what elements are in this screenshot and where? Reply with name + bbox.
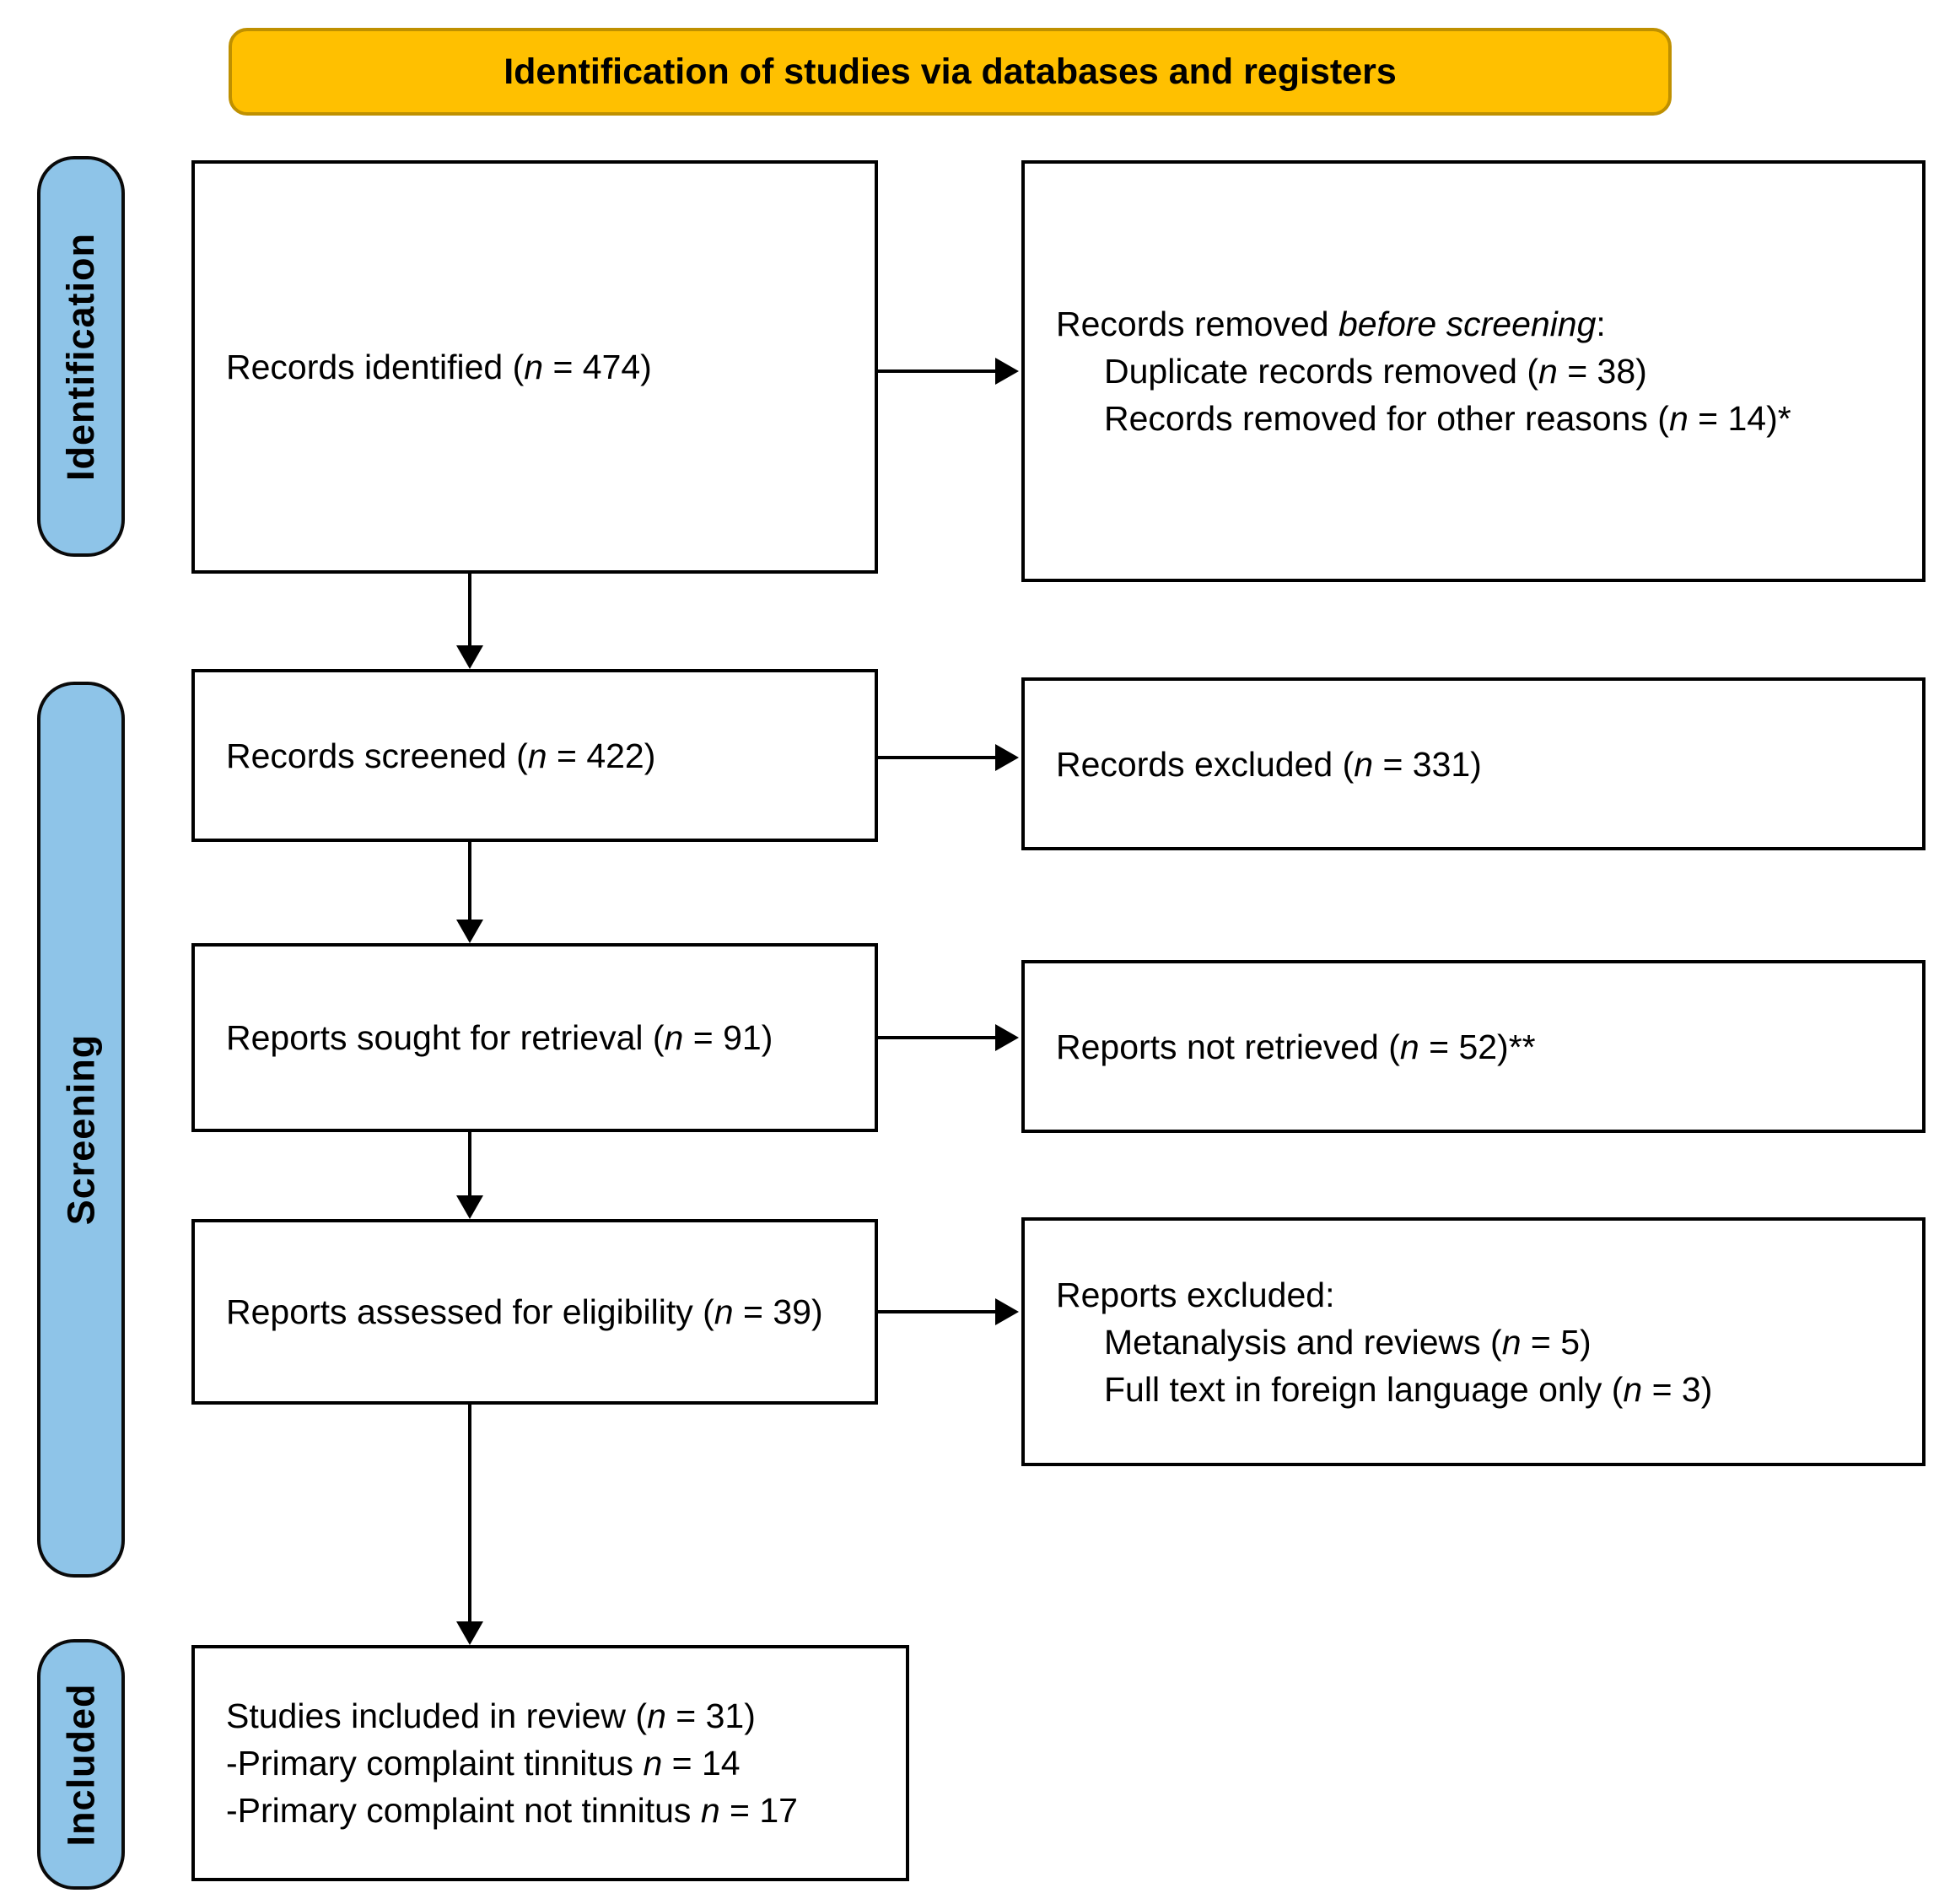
arrow-sought-to-assessed <box>456 1132 483 1219</box>
box-text-line: Records screened (n = 422) <box>226 736 656 775</box>
arrow-identified-to-screened <box>456 574 483 669</box>
box-reports-excluded: Reports excluded: Metanalysis and reviews… <box>1021 1217 1926 1466</box>
arrow-screened-to-sought <box>456 842 483 943</box>
stage-bar-identification: Identification <box>37 156 125 557</box>
box-reports-sought-for-retrieval: Reports sought for retrieval (n = 91) <box>191 943 878 1132</box>
box-text-line: Reports assessed for eligibility (n = 39… <box>226 1292 823 1331</box>
box-text-line: Studies included in review (n = 31) <box>226 1696 756 1735</box>
stage-label-included: Included <box>59 1682 103 1847</box>
box-text-line: Records removed before screening: <box>1056 305 1606 343</box>
box-text-line: Records excluded (n = 331) <box>1056 744 1482 784</box>
box-text-line: Full text in foreign language only (n = … <box>1104 1369 1713 1409</box>
box-records-excluded: Records excluded (n = 331) <box>1021 677 1926 850</box>
stage-bar-screening: Screening <box>37 682 125 1578</box>
box-text-line: Reports sought for retrieval (n = 91) <box>226 1018 773 1057</box>
box-records-removed-before-screening: Records removed before screening: Duplica… <box>1021 160 1926 582</box>
box-text-line: Reports excluded: <box>1056 1275 1335 1314</box>
title-banner: Identification of studies via databases … <box>229 28 1672 116</box>
title-text: Identification of studies via databases … <box>504 51 1397 92</box>
box-records-screened: Records screened (n = 422) <box>191 669 878 842</box>
arrow-identified-to-removed <box>878 358 1019 385</box>
box-text-line: -Primary complaint not tinnitus n = 17 <box>226 1791 798 1830</box>
box-text-line: Duplicate records removed (n = 38) <box>1104 352 1647 391</box>
box-reports-not-retrieved: Reports not retrieved (n = 52)** <box>1021 960 1926 1133</box>
box-text-line: Metanalysis and reviews (n = 5) <box>1104 1322 1592 1362</box>
box-reports-assessed-for-eligibility: Reports assessed for eligibility (n = 39… <box>191 1219 878 1405</box>
box-text-line: Records identified (n = 474) <box>226 348 652 386</box>
box-text-line: -Primary complaint tinnitus n = 14 <box>226 1744 741 1783</box>
arrow-assessed-to-included <box>456 1405 483 1645</box>
box-studies-included-in-review: Studies included in review (n = 31) -Prim… <box>191 1645 909 1881</box>
box-records-identified: Records identified (n = 474) <box>191 160 878 574</box>
stage-bar-included: Included <box>37 1639 125 1890</box>
arrow-screened-to-excluded <box>878 744 1019 771</box>
arrow-assessed-to-reports-excluded <box>878 1298 1019 1325</box>
box-text-line: Reports not retrieved (n = 52)** <box>1056 1027 1536 1066</box>
stage-label-identification: Identification <box>59 232 102 481</box>
stage-label-screening: Screening <box>59 1033 103 1226</box>
box-text-line: Records removed for other reasons (n = 1… <box>1104 399 1791 438</box>
arrow-sought-to-not-retrieved <box>878 1024 1019 1051</box>
